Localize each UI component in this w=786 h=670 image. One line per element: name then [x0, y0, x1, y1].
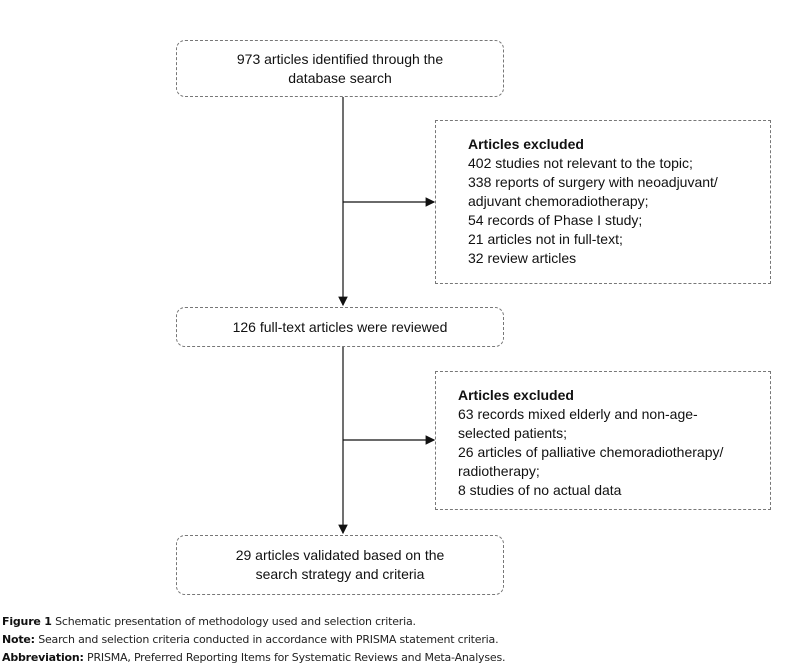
figure-text: Schematic presentation of methodology us…	[55, 615, 416, 628]
note-label: Note:	[2, 633, 35, 646]
note: Note: Search and selection criteria cond…	[2, 633, 499, 646]
excluded-item: 338 reports of surgery with neoadjuvant/…	[468, 174, 718, 209]
excluded-box-2: Articles excluded 63 records mixed elder…	[435, 371, 771, 510]
excluded-item: 32 review articles	[468, 250, 577, 266]
validated-text: 29 articles validated based on the searc…	[235, 547, 445, 582]
reviewed-text: 126 full-text articles were reviewed	[232, 318, 448, 335]
excluded-item: 54 records of Phase I study;	[468, 212, 643, 228]
excluded-item: 8 studies of no actual data	[458, 482, 622, 498]
excluded-box-1: Articles excluded 402 studies not releva…	[435, 120, 771, 284]
excluded-item: 21 articles not in full-text;	[468, 231, 623, 247]
abbr-text: PRISMA, Preferred Reporting Items for Sy…	[87, 651, 506, 664]
figure-caption: Figure 1 Schematic presentation of metho…	[2, 615, 416, 628]
validated-box: 29 articles validated based on the searc…	[176, 535, 504, 595]
abbreviation: Abbreviation: PRISMA, Preferred Reportin…	[2, 651, 505, 664]
excluded-title: Articles excluded	[468, 136, 584, 152]
identified-text: 973 articles identified through the data…	[236, 50, 444, 86]
excluded-item: 402 studies not relevant to the topic;	[468, 155, 693, 171]
reviewed-box: 126 full-text articles were reviewed	[176, 307, 504, 347]
abbr-label: Abbreviation:	[2, 651, 84, 664]
excluded-item: 63 records mixed elderly and non-age-sel…	[458, 406, 698, 441]
figure-label: Figure 1	[2, 615, 52, 628]
excluded-title: Articles excluded	[458, 387, 574, 403]
note-text: Search and selection criteria conducted …	[38, 633, 499, 646]
identified-box: 973 articles identified through the data…	[176, 40, 504, 97]
excluded-item: 26 articles of palliative chemoradiother…	[458, 444, 724, 479]
